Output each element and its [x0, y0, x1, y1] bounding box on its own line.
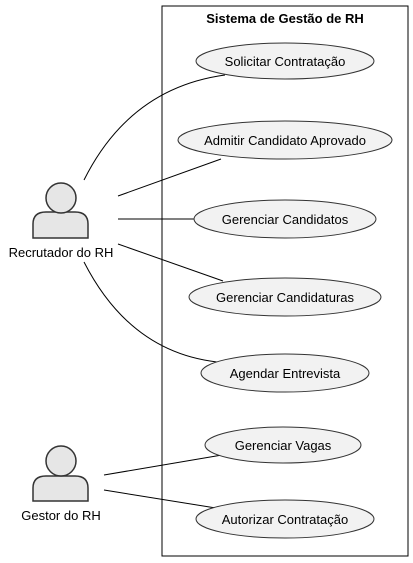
use-case-solicitar-contratacao[interactable]: Solicitar Contratação	[195, 42, 375, 80]
use-case-agendar-entrevista[interactable]: Agendar Entrevista	[200, 353, 370, 393]
use-case-label: Gerenciar Vagas	[235, 438, 332, 453]
use-case-label: Gerenciar Candidatos	[222, 212, 349, 227]
actor-gestor-do-rh[interactable]: Gestor do RH	[21, 445, 101, 523]
use-case-admitir-candidato-aprovado[interactable]: Admitir Candidato Aprovado	[177, 120, 393, 160]
user-icon	[32, 445, 89, 502]
use-case-label: Agendar Entrevista	[230, 366, 341, 381]
use-case-gerenciar-candidatos[interactable]: Gerenciar Candidatos	[193, 199, 377, 239]
use-case-gerenciar-vagas[interactable]: Gerenciar Vagas	[204, 426, 362, 464]
association-recrutador-agendar-entrevista	[83, 261, 218, 363]
use-case-autorizar-contratacao[interactable]: Autorizar Contratação	[195, 499, 375, 539]
association-recrutador-gerenciar-candidaturas	[117, 243, 224, 282]
system-title: Sistema de Gestão de RH	[206, 11, 364, 26]
use-case-label: Autorizar Contratação	[222, 512, 348, 527]
association-recrutador-admitir-candidato	[117, 158, 222, 197]
use-case-gerenciar-candidaturas[interactable]: Gerenciar Candidaturas	[188, 277, 382, 317]
association-gestor-autorizar-contratacao	[103, 489, 223, 510]
actor-label: Recrutador do RH	[9, 245, 114, 260]
association-gestor-gerenciar-vagas	[103, 454, 223, 476]
use-case-label: Admitir Candidato Aprovado	[204, 133, 366, 148]
association-recrutador-solicitar-contratacao	[83, 74, 226, 181]
use-case-label: Gerenciar Candidaturas	[216, 290, 355, 305]
actor-recrutador-do-rh[interactable]: Recrutador do RH	[9, 182, 114, 260]
actor-label: Gestor do RH	[21, 508, 100, 523]
user-icon	[32, 182, 89, 239]
use-case-label: Solicitar Contratação	[225, 54, 346, 69]
